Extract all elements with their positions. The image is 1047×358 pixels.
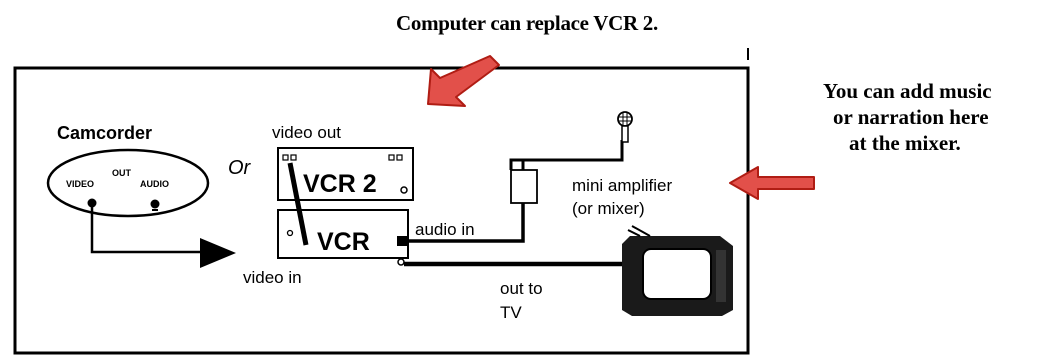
side-note-line-3: at the mixer.: [849, 131, 961, 155]
mini-amplifier-label: mini amplifier: [572, 176, 672, 195]
camcorder-body: [46, 148, 210, 218]
diagram-frame: [13, 66, 750, 355]
out-label: OUT: [112, 168, 132, 178]
top-caption: Computer can replace VCR 2.: [396, 11, 658, 35]
video-out-label: video out: [272, 123, 341, 142]
or-mixer-label: (or mixer): [572, 199, 645, 218]
audio-jack: [150, 199, 160, 209]
microphone-icon: [617, 111, 633, 143]
mixer-block: [510, 169, 538, 204]
side-note-line-2: or narration here: [833, 105, 989, 129]
red-arrow-icon: [427, 55, 500, 107]
audio-in-label: audio in: [415, 220, 475, 239]
mic-cable: [509, 158, 548, 170]
audio-cable: [407, 203, 525, 243]
out-to-tv-label-1: out to: [500, 279, 543, 298]
vcr2-label: VCR 2: [303, 170, 377, 198]
side-note-line-1: You can add music: [823, 79, 992, 103]
video-jack: [87, 198, 97, 208]
tv-icon: [622, 225, 733, 316]
vcr2-box: [277, 147, 414, 201]
video-cable: [90, 206, 210, 254]
red-arrow-icon: [729, 166, 815, 200]
vcr-link-cable: [287, 162, 309, 246]
camcorder-label: Camcorder: [57, 123, 152, 143]
video-label: VIDEO: [66, 179, 94, 189]
video-in-label: video in: [243, 268, 302, 287]
or-label: Or: [228, 157, 252, 179]
out-to-tv-label-2: TV: [500, 303, 522, 322]
audio-label: AUDIO: [140, 179, 169, 189]
side-note: You can add music or narration here at t…: [820, 78, 1047, 156]
arrow-head-icon: [200, 238, 236, 268]
vcr-label: VCR: [317, 228, 370, 256]
